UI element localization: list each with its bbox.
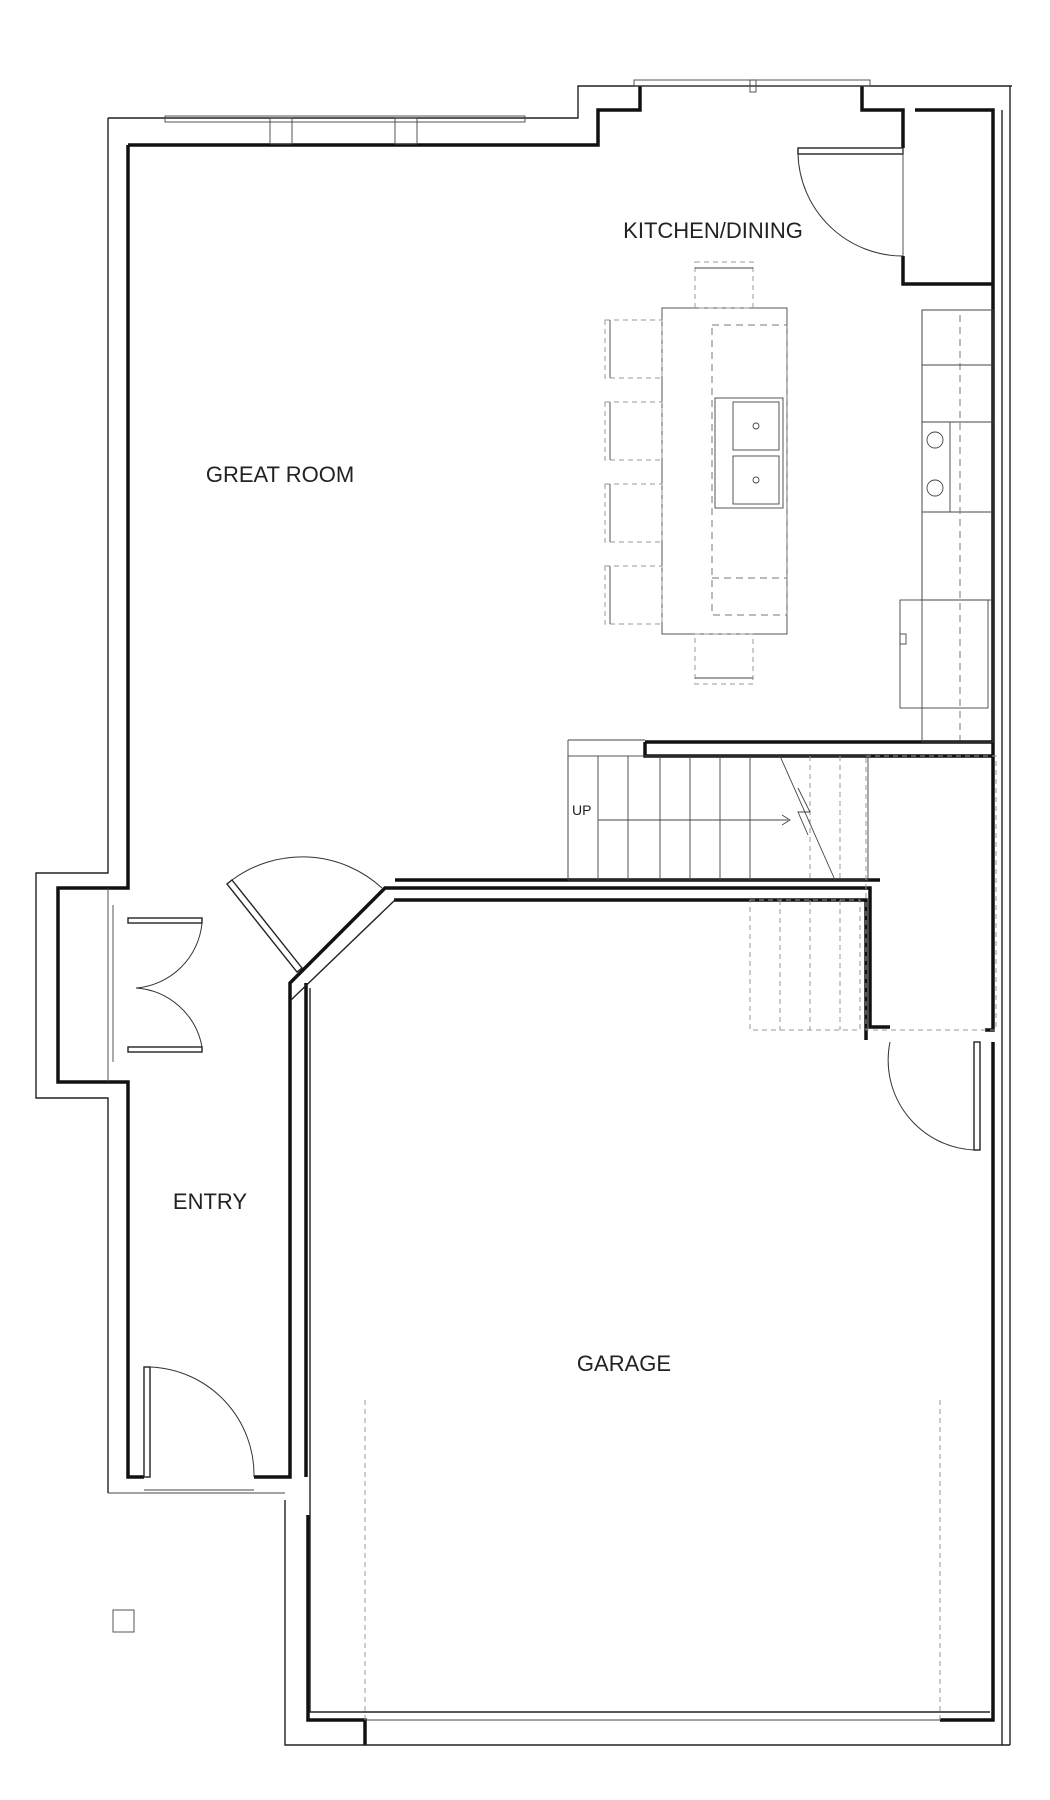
stove-burner-icon (926, 431, 944, 449)
doors (107, 147, 981, 1491)
interior-walls (108, 740, 993, 1633)
kitchen-counters (899, 309, 994, 743)
great-room-label: GREAT ROOM (206, 462, 354, 487)
sink-icon (714, 397, 784, 509)
stairs-up-label: UP (572, 802, 591, 818)
stairs: UP (567, 739, 997, 1031)
entry-label: ENTRY (173, 1189, 247, 1214)
garage-overhead-door (364, 1400, 941, 1721)
garage-label: GARAGE (577, 1351, 671, 1376)
room-labels: KITCHEN/DINING GREAT ROOM ENTRY GARAGE (173, 218, 803, 1376)
garage-side-door[interactable] (887, 1041, 981, 1151)
kitchen-island (661, 307, 788, 635)
kitchen-door[interactable] (797, 147, 904, 257)
windows (164, 79, 871, 145)
kitchen-dining-label: KITCHEN/DINING (623, 218, 803, 243)
stove-burner-icon (926, 479, 944, 497)
garage-entry-door[interactable] (226, 856, 383, 973)
front-door[interactable] (143, 1366, 255, 1491)
barstools (604, 261, 754, 685)
closet-double-doors[interactable] (107, 888, 203, 1082)
exterior-walls (35, 85, 1012, 1746)
